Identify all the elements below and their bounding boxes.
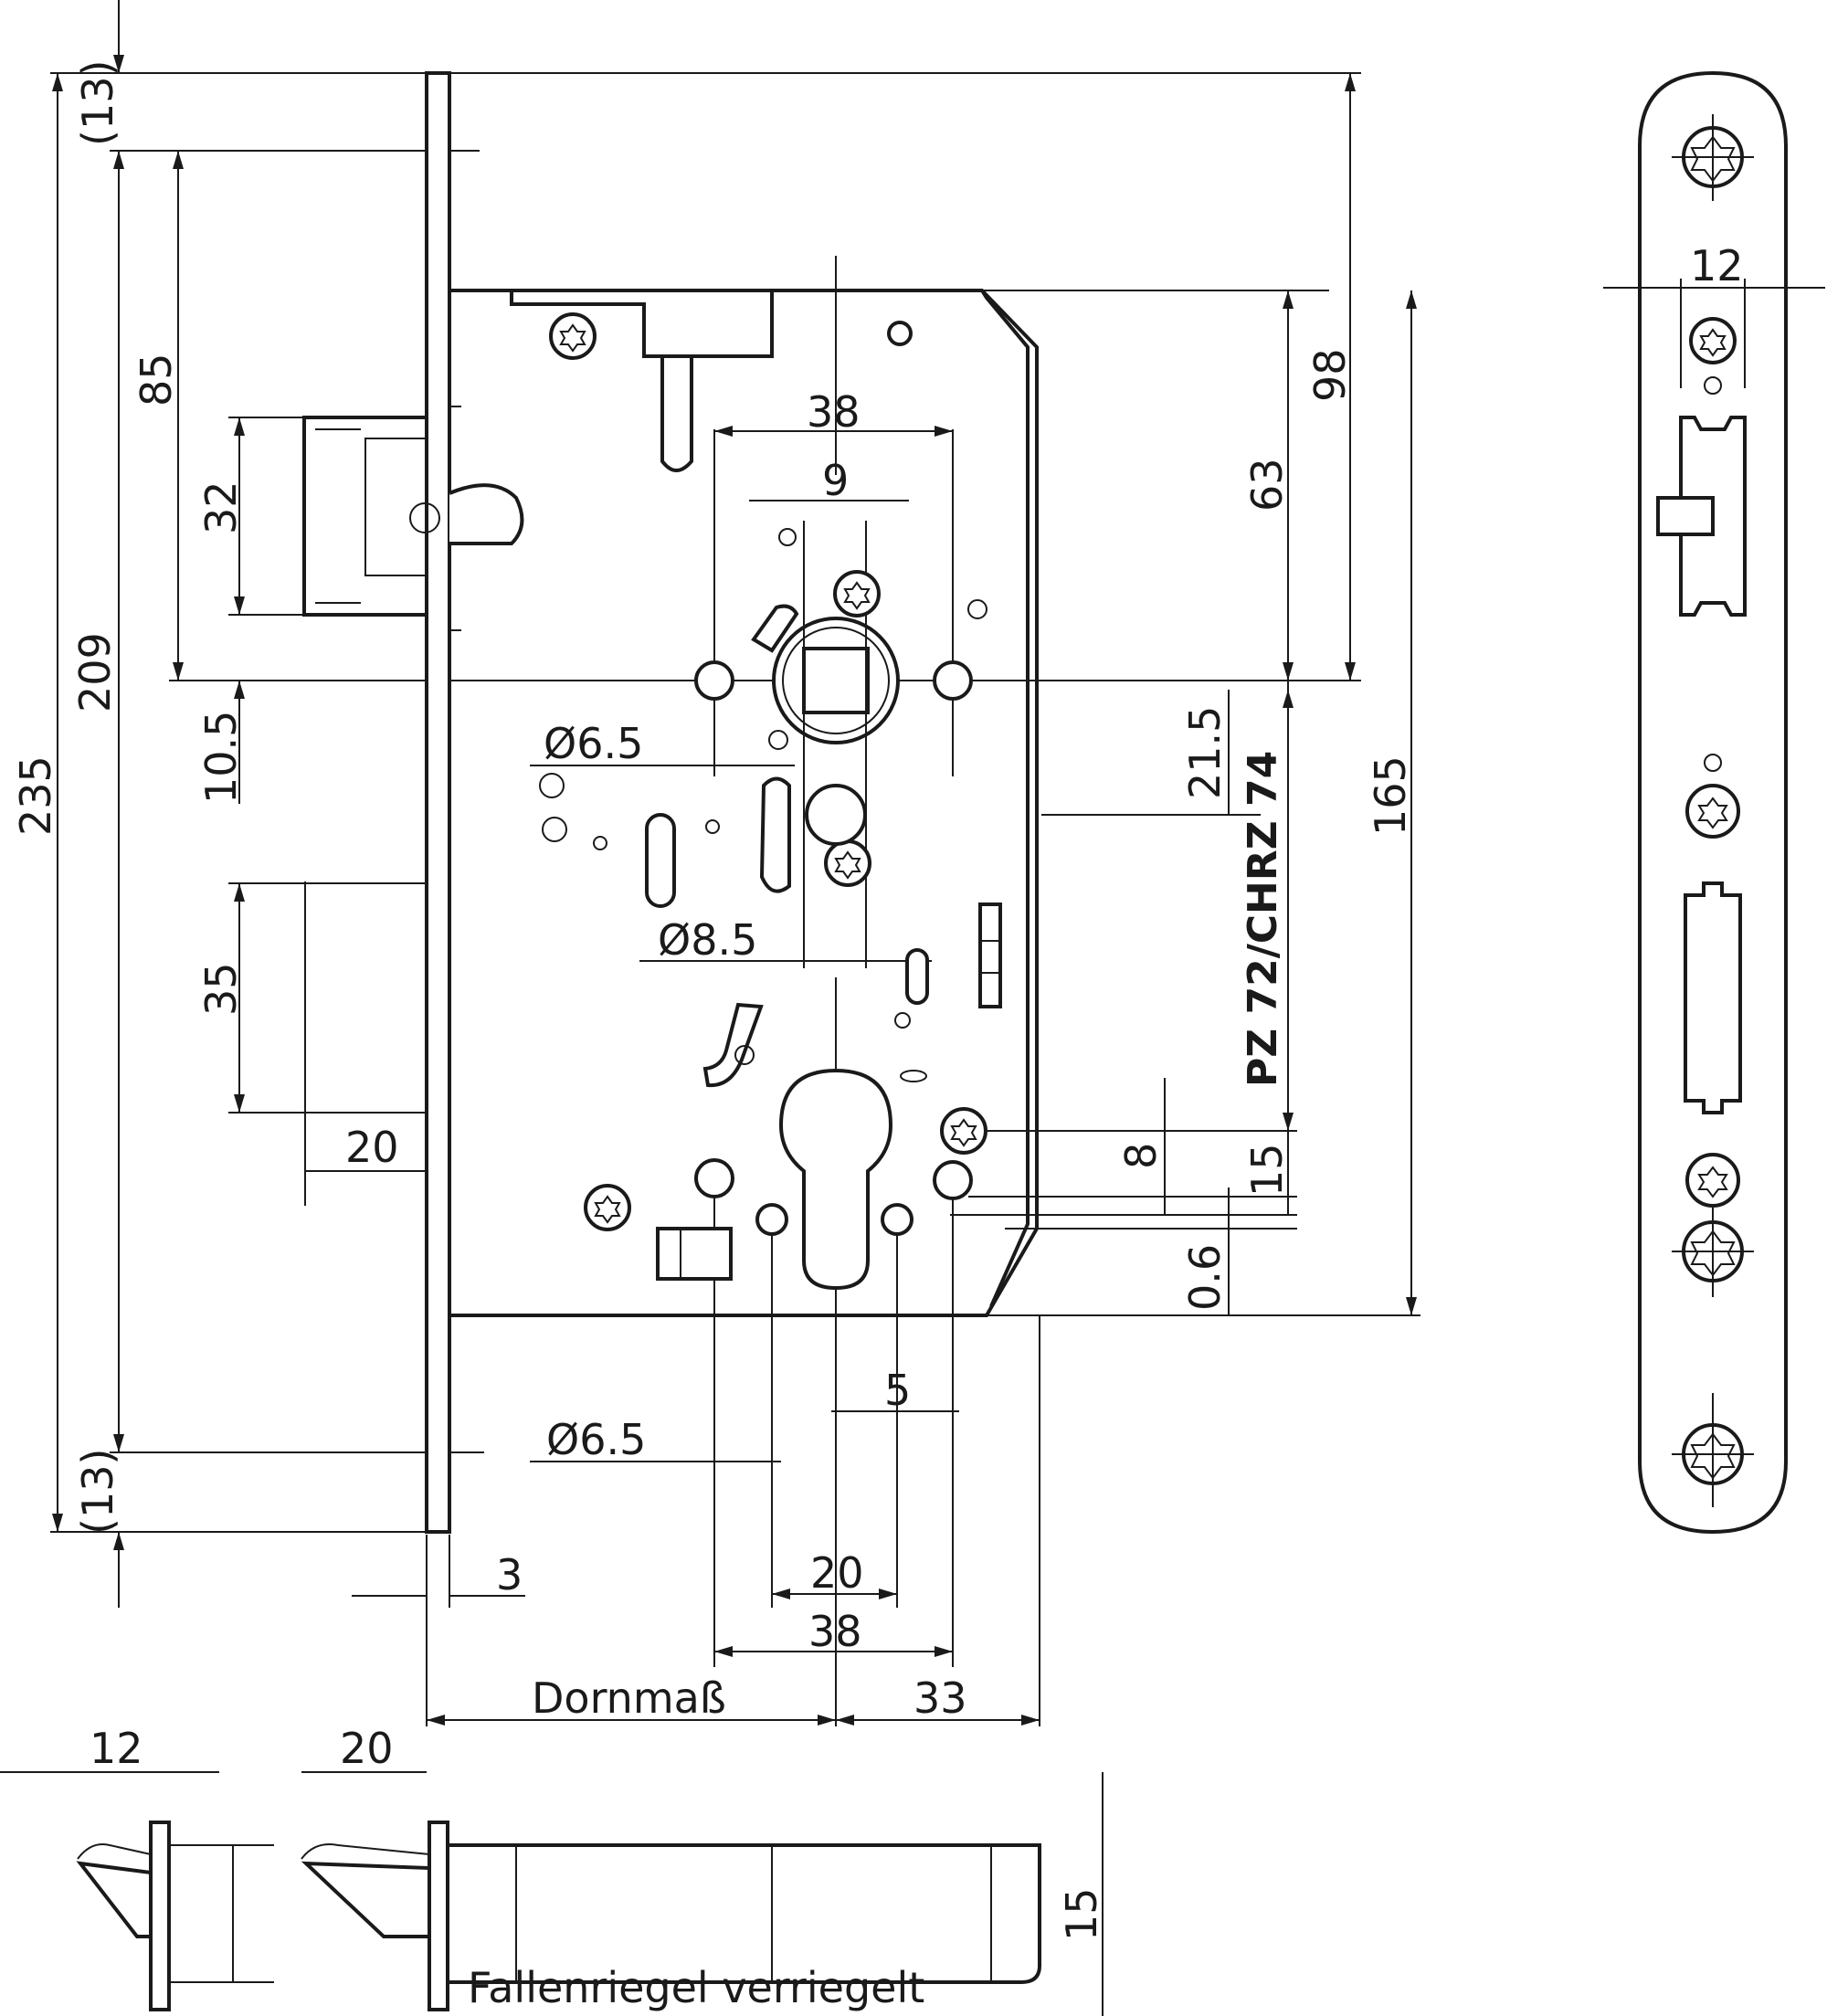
dim-6-5-top: Ø6.5 (544, 719, 643, 768)
screw-icon (1689, 317, 1737, 364)
screw-icon (824, 839, 871, 887)
model-label: PZ 72/CHRZ 74 (1240, 751, 1286, 1087)
dim-12-plate: 12 (1690, 241, 1744, 290)
dim-10-5: 10.5 (196, 711, 246, 804)
latch-side-view-small (76, 1821, 274, 2011)
faceplate-front-view (1638, 70, 1788, 1535)
screw-icon (549, 312, 597, 360)
text-labels: Dornmaß PZ 72/CHRZ 74 Fallenriegel verri… (468, 751, 1286, 2012)
dim-165: 165 (1366, 755, 1415, 836)
dim-20-latch: 20 (340, 1724, 394, 1773)
dim-15-right: 15 (1242, 1143, 1292, 1197)
dim-33: 33 (914, 1673, 967, 1723)
follower-hub (694, 599, 987, 750)
faceplate-bar (425, 71, 451, 1534)
dim-98: 98 (1305, 348, 1355, 402)
lock-body (449, 289, 1039, 1317)
screw-icon (940, 1107, 987, 1155)
dim-38-bottom: 38 (808, 1607, 862, 1656)
dim-32: 32 (196, 480, 246, 534)
dim-209: 209 (70, 632, 120, 712)
dim-85: 85 (132, 353, 181, 406)
dim-21-5: 21.5 (1180, 706, 1230, 799)
latch-bolt (302, 406, 524, 631)
screw-icon (1685, 784, 1740, 839)
dim-9: 9 (822, 456, 849, 505)
caption-label: Fallenriegel verriegelt (468, 1963, 924, 2012)
dim-20-left: 20 (345, 1123, 399, 1172)
dim-6-5-bottom: Ø6.5 (546, 1415, 646, 1464)
extension-lines (50, 72, 1420, 1726)
dim-35: 35 (196, 962, 246, 1016)
dim-12-latch: 12 (90, 1724, 143, 1773)
mechanism-holes (539, 773, 1002, 1088)
dim-15-side: 15 (1057, 1887, 1106, 1941)
dim-13-top: (13) (73, 60, 122, 146)
dim-235: 235 (11, 755, 60, 836)
screws (549, 312, 987, 1231)
dim-3: 3 (496, 1550, 523, 1599)
screw-icon (1685, 1153, 1740, 1208)
dim-38-top: 38 (807, 387, 861, 437)
dim-13-bottom: (13) (73, 1449, 122, 1535)
latch-side-view-large (301, 1821, 1041, 2011)
screw-icon (584, 1184, 631, 1231)
dim-63: 63 (1242, 458, 1292, 512)
dim-8: 8 (1116, 1143, 1166, 1169)
dimension-labels: (13) 235 209 85 32 10.5 35 20 (13) 3 38 … (11, 60, 1744, 1941)
dim-20-bottom: 20 (810, 1548, 864, 1598)
arrowheads (52, 55, 1417, 1726)
dim-0-6: 0.6 (1180, 1244, 1230, 1311)
backset-label: Dornmaß (532, 1673, 726, 1723)
cylinder-cutout (656, 1068, 973, 1291)
dim-5: 5 (884, 1366, 911, 1415)
screw-icon (833, 570, 881, 617)
dim-8-5: Ø8.5 (658, 915, 757, 965)
